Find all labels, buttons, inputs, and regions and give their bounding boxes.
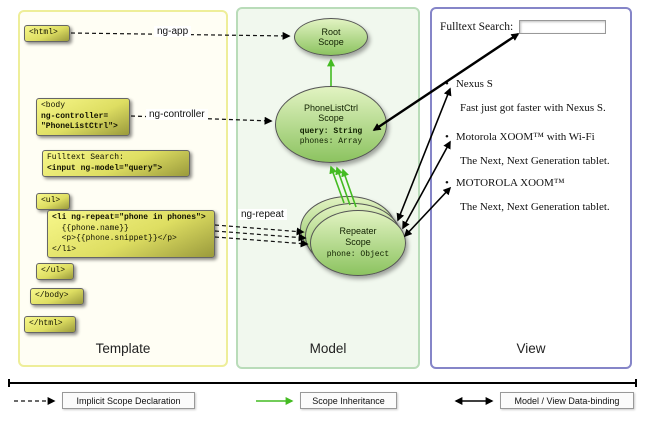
ng-repeat-label: ng-repeat xyxy=(238,209,287,220)
model-column-label: Model xyxy=(309,341,347,356)
code-line: </html> xyxy=(29,319,63,328)
phone-name: MOTOROLA XOOM™ xyxy=(455,177,565,189)
legend-scope-inheritance: Scope Inheritance xyxy=(300,392,397,409)
scope-name: Root xyxy=(321,26,341,37)
phone-snippet: Fast just got faster with Nexus S. xyxy=(460,102,606,114)
phone-list-item: • Motorola XOOM™ with Wi-Fi The Next, Ne… xyxy=(445,131,627,167)
separator-left-tick xyxy=(8,379,10,387)
code-line: </body> xyxy=(35,291,69,300)
phonelistctrl-scope-ellipse: PhoneListCtrl Scope query: String phones… xyxy=(275,86,387,163)
fulltext-search-label: Fulltext Search: xyxy=(440,21,514,33)
code-box-ul-close: </ul> xyxy=(36,263,74,280)
code-line: <li ng-repeat="phone in phones"> xyxy=(52,213,206,222)
code-line: <ul> xyxy=(41,196,61,205)
scope-name: Scope xyxy=(318,37,344,47)
code-box-body-open: <body ng-controller= "PhoneListCtrl"> xyxy=(36,98,130,136)
phone-list-item: • MOTOROLA XOOM™ The Next, Next Generati… xyxy=(445,177,627,213)
separator-right-tick xyxy=(635,379,637,387)
code-line: {{phone.name}} xyxy=(52,223,129,233)
code-box-html-close: </html> xyxy=(24,316,76,333)
bullet-icon: • xyxy=(445,131,449,143)
model-column xyxy=(236,7,420,369)
code-box-li-repeat: <li ng-repeat="phone in phones"> {{phone… xyxy=(47,210,215,258)
ng-app-label: ng-app xyxy=(154,26,192,37)
code-line: <p>{{phone.snippet}}</p> xyxy=(52,234,177,243)
fulltext-search-input[interactable] xyxy=(519,20,606,34)
scope-name: Repeater xyxy=(339,226,377,236)
code-box-ul-open: <ul> xyxy=(36,193,70,210)
view-column-label: View xyxy=(516,341,546,356)
code-line: Fulltext Search: xyxy=(47,153,124,162)
code-line: </li> xyxy=(52,244,77,254)
ng-controller-label: ng-controller xyxy=(146,109,208,120)
scope-name: Scope xyxy=(318,113,344,123)
scope-property: phones: Array xyxy=(299,136,363,146)
bullet-icon: • xyxy=(445,78,449,90)
scope-property: query: String xyxy=(299,126,363,136)
phone-snippet: The Next, Next Generation tablet. xyxy=(460,155,610,167)
repeater-scope-ellipse: Repeater Scope phone: Object xyxy=(310,210,406,276)
phone-list-item: • Nexus S Fast just got faster with Nexu… xyxy=(445,78,627,114)
scope-name: Scope xyxy=(345,236,371,247)
phone-name: Motorola XOOM™ with Wi-Fi xyxy=(455,131,595,143)
code-box-fulltext-input: Fulltext Search: <input ng-model="query"… xyxy=(42,150,190,177)
code-line: ng-controller= xyxy=(41,111,109,121)
code-box-html-open: <html> xyxy=(24,25,70,42)
template-column xyxy=(18,10,228,367)
code-box-body-close: </body> xyxy=(30,288,84,305)
code-line: <body xyxy=(41,101,66,110)
legend-separator-line xyxy=(8,382,637,384)
legend-model-view-data-binding: Model / View Data-binding xyxy=(500,392,634,409)
code-line: </ul> xyxy=(41,266,66,275)
root-scope-ellipse: Root Scope xyxy=(294,18,368,56)
template-column-label: Template xyxy=(95,341,151,356)
scope-name: PhoneListCtrl xyxy=(303,102,359,113)
legend-implicit-scope-declaration: Implicit Scope Declaration xyxy=(62,392,195,409)
bullet-icon: • xyxy=(445,177,449,189)
code-line: "PhoneListCtrl"> xyxy=(41,122,118,131)
code-line: <html> xyxy=(29,28,58,37)
phone-name: Nexus S xyxy=(455,78,493,90)
code-line: <input ng-model="query"> xyxy=(47,163,163,173)
scope-property: phone: Object xyxy=(326,250,390,259)
phone-snippet: The Next, Next Generation tablet. xyxy=(460,201,610,213)
